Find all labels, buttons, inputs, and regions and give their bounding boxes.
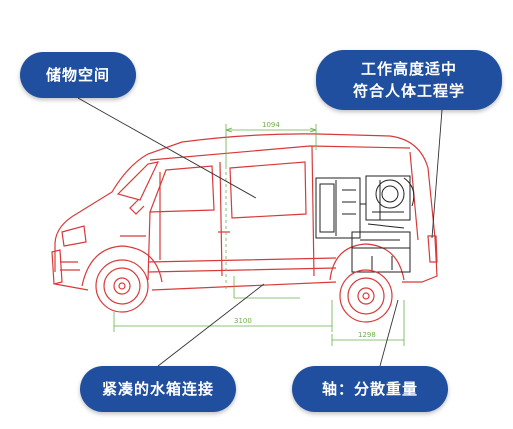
callout-axle-label: 轴：分散重量 [321,380,418,398]
dimension-lines [113,124,405,346]
wheelbase-dimension-label: 3100 [234,317,252,325]
top-dimension-label: 1094 [262,121,280,129]
callout-ergonomic-line2: 符合人体工程学 [352,82,465,100]
callout-storage-space: 储物空间 [20,52,136,98]
callout-water-tank: 紧凑的水箱连接 [80,366,236,412]
callout-storage-label: 储物空间 [45,66,110,84]
rear-wheel [339,269,393,323]
callout-ergonomic-line1: 工作高度适中 [360,60,457,78]
leader-line-water-tank [157,283,265,367]
dimension-labels: 1094 3100 1298 [234,121,376,339]
callout-water-tank-label: 紧凑的水箱连接 [101,380,214,398]
front-wheel [95,259,149,313]
leader-lines [77,97,443,367]
callout-ergonomic-height: 工作高度适中 符合人体工程学 [316,50,502,110]
van-body [51,133,438,291]
rear-dimension-label: 1298 [358,331,376,339]
rear-equipment [315,175,415,273]
leader-line-axle [379,299,399,367]
callout-axle: 轴：分散重量 [292,366,448,412]
leader-line-ergonomic [431,109,443,239]
leader-line-storage [77,97,257,199]
